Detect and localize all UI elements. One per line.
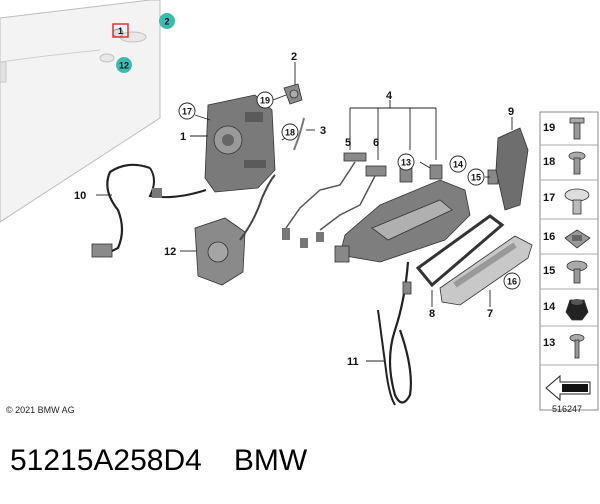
screw-18-icon bbox=[568, 151, 586, 175]
panel-item-19: 19 bbox=[543, 122, 555, 134]
highlight-box-1[interactable]: 1 bbox=[112, 23, 129, 38]
svg-text:12: 12 bbox=[119, 61, 129, 71]
svg-text:15: 15 bbox=[471, 173, 481, 183]
circle-callout-18: 18 bbox=[281, 123, 299, 141]
svg-text:14: 14 bbox=[453, 160, 463, 170]
svg-text:13: 13 bbox=[401, 158, 411, 168]
screw-15-icon bbox=[566, 260, 588, 284]
panel-item-13: 13 bbox=[543, 337, 555, 349]
callout-11: 11 bbox=[347, 356, 359, 368]
part-12-actuator bbox=[194, 174, 276, 286]
copyright-text: © 2021 BMW AG bbox=[6, 405, 75, 415]
part-10-cable bbox=[91, 163, 207, 258]
callout-labels: 1 2 3 4 5 6 7 8 9 10 11 12 bbox=[74, 51, 514, 368]
part-7-cover bbox=[439, 235, 533, 306]
part-2-bracket bbox=[283, 83, 303, 105]
diagram-id: 516247 bbox=[552, 404, 583, 414]
door-callout-1: 1 bbox=[118, 26, 123, 36]
exploded-parts-diagram: 1 2 12 bbox=[0, 0, 599, 411]
callout-7: 7 bbox=[487, 308, 493, 320]
callout-9: 9 bbox=[508, 106, 514, 118]
panel-item-18: 18 bbox=[543, 156, 555, 168]
callout-5: 5 bbox=[345, 137, 351, 149]
circle-callout-15: 15 bbox=[467, 168, 485, 186]
part-8-gasket bbox=[415, 214, 505, 288]
svg-text:2: 2 bbox=[164, 17, 169, 27]
direction-arrow-icon bbox=[545, 374, 591, 402]
svg-text:17: 17 bbox=[182, 107, 192, 117]
callout-3: 3 bbox=[320, 125, 326, 137]
leader-lines bbox=[96, 62, 513, 362]
callout-8: 8 bbox=[429, 308, 435, 320]
circle-callout-13: 13 bbox=[397, 153, 415, 171]
part-number: 51215A258D4 bbox=[10, 444, 202, 477]
panel-item-17: 17 bbox=[543, 192, 555, 204]
part-3-rod bbox=[293, 117, 305, 151]
callout-12: 12 bbox=[164, 246, 176, 258]
footer-caption: 51215A258D4 BMW bbox=[10, 444, 307, 478]
part-4-handle-carrier bbox=[334, 164, 471, 263]
part-5-6-wiring bbox=[282, 152, 387, 248]
circle-callout-19: 19 bbox=[256, 91, 274, 109]
door-panel bbox=[0, 0, 161, 223]
callout-6: 6 bbox=[373, 137, 379, 149]
screw-13-icon bbox=[569, 334, 585, 359]
callout-10: 10 bbox=[74, 190, 86, 202]
svg-text:18: 18 bbox=[285, 128, 295, 138]
svg-text:19: 19 bbox=[260, 96, 270, 106]
grommet-14-icon bbox=[565, 299, 589, 321]
circle-callout-14: 14 bbox=[449, 155, 467, 173]
screw-19-icon bbox=[569, 117, 585, 140]
circle-callout-16: 16 bbox=[503, 272, 521, 290]
callout-2: 2 bbox=[291, 51, 297, 63]
teal-callout-2[interactable]: 2 bbox=[159, 13, 175, 29]
panel-item-16: 16 bbox=[543, 231, 555, 243]
hardware-panel: 19 18 17 16 15 14 13 bbox=[539, 111, 599, 411]
part-11-bowden-cable bbox=[377, 261, 412, 406]
panel-item-14: 14 bbox=[543, 301, 556, 313]
brand-name: BMW bbox=[233, 444, 308, 477]
panel-item-15: 15 bbox=[543, 265, 555, 277]
callout-4: 4 bbox=[386, 90, 393, 102]
svg-text:16: 16 bbox=[507, 277, 517, 287]
circle-callout-17: 17 bbox=[178, 102, 196, 120]
nut-16-icon bbox=[564, 229, 591, 249]
teal-callout-12[interactable]: 12 bbox=[116, 57, 132, 73]
clip-17-icon bbox=[564, 188, 590, 215]
part-1-lock-housing bbox=[204, 94, 276, 193]
callout-1: 1 bbox=[180, 131, 186, 143]
part-9-bracket bbox=[495, 127, 529, 211]
